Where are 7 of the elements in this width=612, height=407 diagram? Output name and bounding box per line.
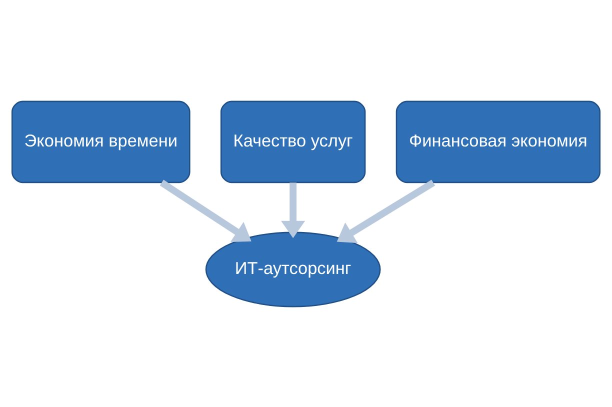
node-box: Экономия времени — [11, 100, 190, 183]
node-box: Качество услуг — [220, 100, 366, 183]
arrow — [160, 179, 252, 242]
node-ellipse: ИТ-аутсорсинг — [205, 231, 381, 307]
arrow — [336, 179, 436, 243]
node-box: Финансовая экономия — [396, 100, 601, 183]
arrow — [281, 182, 306, 238]
